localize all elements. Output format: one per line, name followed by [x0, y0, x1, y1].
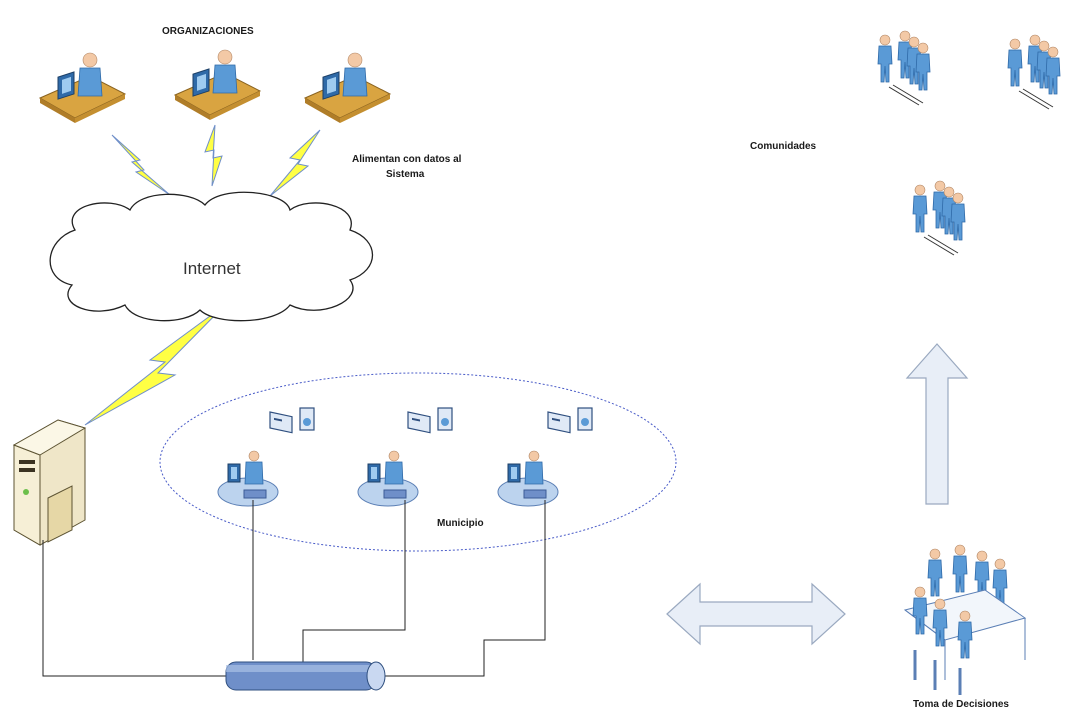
up-arrow-icon — [905, 343, 969, 505]
municipal-workstation-3 — [497, 450, 559, 507]
municipal-workstation-1 — [217, 450, 279, 507]
organization-workstation-2 — [174, 49, 261, 121]
document-icon — [269, 407, 315, 434]
network-bus-icon — [225, 661, 386, 691]
document-icon — [547, 407, 593, 434]
bidirectional-arrow-icon — [666, 582, 846, 646]
network-cables — [42, 500, 546, 677]
organizaciones-label: ORGANIZACIONES — [162, 26, 254, 37]
municipio-boundary — [159, 372, 677, 552]
community-group-3 — [913, 181, 965, 255]
organization-workstation-1 — [39, 52, 126, 124]
internet-cloud: Internet — [49, 191, 374, 322]
alimentan-label-line1: Alimentan con datos al — [352, 154, 462, 165]
server-tower-icon — [12, 419, 87, 546]
community-group-1 — [878, 31, 930, 105]
community-group-2 — [1008, 35, 1060, 109]
comunidades-label: Comunidades — [750, 141, 817, 152]
organization-workstation-3 — [304, 52, 391, 124]
municipal-workstation-2 — [357, 450, 419, 507]
meeting-table-icon — [903, 544, 1027, 695]
internet-label: Internet — [183, 259, 241, 278]
alimentan-label-line2: Sistema — [386, 169, 425, 180]
toma-de-decisiones-label: Toma de Decisiones — [913, 699, 1009, 710]
document-icon — [407, 407, 453, 434]
municipio-label: Municipio — [437, 518, 484, 529]
lightning-bolt-icon — [84, 124, 321, 426]
